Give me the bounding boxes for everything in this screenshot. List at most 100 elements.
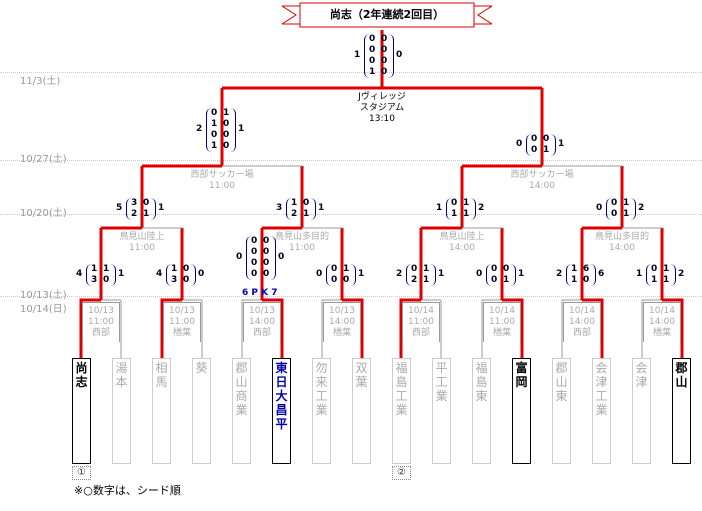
half-score: 1 — [463, 198, 470, 208]
r2-venue-2: 鳥見山多目的 11:00 — [266, 232, 338, 254]
score-left: 5 — [116, 203, 123, 213]
half-score: 0 — [251, 269, 258, 279]
half-score: 0 — [343, 275, 350, 285]
date-line — [0, 214, 702, 215]
half-score: 1 — [211, 141, 218, 151]
half-score: 1 — [171, 264, 178, 274]
score-right: 2 — [638, 203, 645, 213]
score-left: 2 — [556, 269, 563, 279]
team-box: 会 津 — [632, 358, 651, 464]
half-score: 0 — [369, 45, 376, 55]
score-left: 1 — [354, 50, 361, 60]
half-score: 1 — [291, 198, 298, 208]
venue-name: 西部サッカー場 — [190, 170, 254, 180]
half-score: 1 — [423, 264, 430, 274]
half-score: 0 — [103, 275, 110, 285]
date-line — [0, 296, 702, 297]
team-box: 福 島 工 業 — [392, 358, 411, 464]
team-box: 福 島 東 — [472, 358, 491, 464]
half-score: 0 — [611, 209, 618, 219]
half-score: 1 — [211, 119, 218, 129]
team-name: 湯 本 — [115, 361, 128, 389]
half-score: 0 — [223, 141, 230, 151]
score-right: 0 — [278, 252, 285, 262]
half-score: 1 — [223, 108, 230, 118]
team-name: 勿 来 工 業 — [315, 361, 328, 417]
half-score: 2 — [131, 209, 138, 219]
half-score: 0 — [263, 247, 270, 257]
team-box: 双 葉 — [352, 358, 371, 464]
half-score: 1 — [663, 275, 670, 285]
team-box: 勿 来 工 業 — [312, 358, 331, 464]
venue-name: 鳥見山多目的 — [594, 232, 649, 242]
half-score: 0 — [451, 198, 458, 208]
champion-title: 尚志（2年連続2回目） — [329, 8, 445, 21]
half-score: 0 — [183, 275, 190, 285]
score-left: 0 — [476, 269, 483, 279]
team-name: 福 島 東 — [475, 361, 488, 403]
score-left: 3 — [276, 203, 283, 213]
half-score: 2 — [291, 209, 298, 219]
half-score: 0 — [491, 264, 498, 274]
half-score: 0 — [303, 198, 310, 208]
half-score: 0 — [369, 56, 376, 66]
half-score: 1 — [463, 209, 470, 219]
team-box: 東 日 大 昌 平 — [272, 358, 291, 464]
half-score: 1 — [503, 275, 510, 285]
banner-ribbon — [282, 2, 492, 28]
seed-2-badge: ② — [392, 466, 411, 480]
seed-1-badge: ① — [72, 466, 91, 480]
half-score: 0 — [263, 258, 270, 268]
half-score: 0 — [531, 134, 538, 144]
team-name: 富 岡 — [515, 361, 528, 389]
half-score: 0 — [381, 45, 388, 55]
team-name: 郡 山 東 — [555, 361, 568, 403]
final-venue-name-2: スタジアム — [359, 103, 405, 113]
team-box: 富 岡 — [512, 358, 531, 464]
team-box: 平 工 業 — [432, 358, 451, 464]
venue-time: 11:00 — [129, 243, 155, 253]
r2-venue-3: 鳥見山陸上 14:00 — [428, 232, 496, 254]
r2-venue-1: 鳥見山陸上 11:00 — [108, 232, 176, 254]
half-score: 0 — [503, 264, 510, 274]
score-left: 2 — [196, 124, 203, 134]
half-score: 0 — [183, 264, 190, 274]
half-score: 3 — [171, 275, 178, 285]
score-right: 1 — [238, 124, 245, 134]
half-score: 0 — [251, 247, 258, 257]
half-score: 1 — [571, 275, 578, 285]
half-score: 0 — [369, 34, 376, 44]
score-right: 2 — [478, 203, 485, 213]
date-final: 11/3(土) — [20, 76, 61, 87]
half-score: 0 — [583, 275, 590, 285]
venue-time: 14:00 — [529, 181, 555, 191]
score-left: 1 — [636, 269, 643, 279]
half-score: 0 — [611, 198, 618, 208]
champion-banner: 尚志（2年連続2回目） — [282, 2, 492, 28]
half-score: 1 — [623, 209, 630, 219]
half-score: 1 — [423, 275, 430, 285]
half-score: 0 — [381, 56, 388, 66]
half-score: 0 — [531, 145, 538, 155]
r2-venue-4: 鳥見山多目的 14:00 — [586, 232, 658, 254]
half-score: 0 — [223, 130, 230, 140]
team-name: 会 津 工 業 — [595, 361, 608, 417]
date-line — [0, 72, 702, 73]
venue-name: 西部サッカー場 — [510, 170, 574, 180]
venue-time: 14:00 — [449, 243, 475, 253]
venue-time: 11:00 — [289, 243, 315, 253]
half-score: 2 — [411, 275, 418, 285]
